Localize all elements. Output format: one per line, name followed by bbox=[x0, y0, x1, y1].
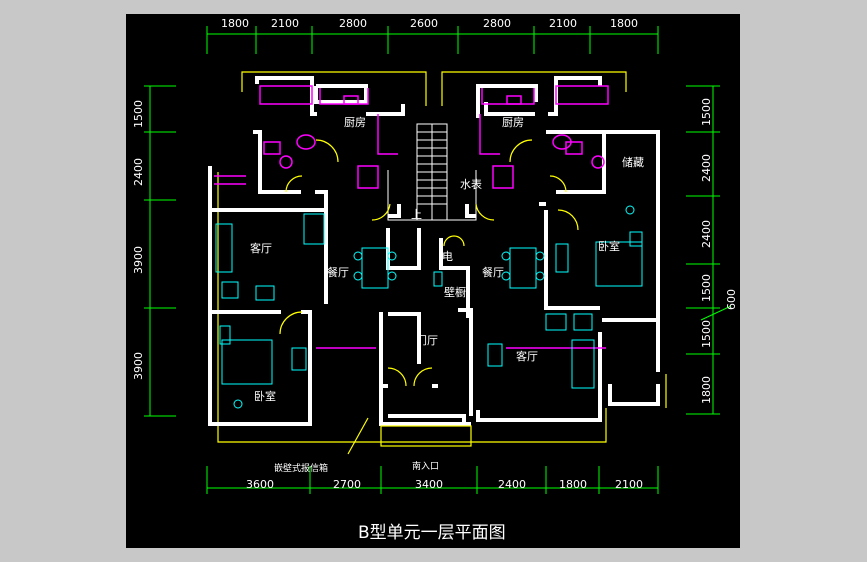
label-living-right: 客厅 bbox=[516, 349, 538, 363]
dim-left-3: 3900 bbox=[132, 246, 145, 274]
label-bedroom-right: 卧室 bbox=[598, 239, 620, 253]
furniture-left bbox=[215, 213, 397, 409]
label-dining-left: 餐厅 bbox=[327, 265, 349, 279]
note-mailbox: 嵌壁式报信箱 bbox=[274, 462, 328, 474]
label-wall-cabinet: 壁橱 bbox=[444, 285, 466, 299]
dim-bottom-4: 2400 bbox=[498, 478, 526, 491]
bathroom-fixtures bbox=[214, 134, 606, 349]
right-dimension-line bbox=[686, 85, 732, 415]
dim-top-1: 1800 bbox=[221, 17, 249, 30]
drawing-title: B型单元一层平面图 bbox=[358, 523, 506, 543]
dim-top-5: 2800 bbox=[483, 17, 511, 30]
dim-bottom-6: 2100 bbox=[615, 478, 643, 491]
balcony-outline bbox=[217, 71, 667, 443]
dim-bottom-5: 1800 bbox=[559, 478, 587, 491]
furniture-right bbox=[433, 205, 643, 389]
kitchen-counter-left bbox=[259, 85, 398, 189]
dim-top-4: 2600 bbox=[410, 17, 438, 30]
dim-bottom-1: 3600 bbox=[246, 478, 274, 491]
label-kitchen-left: 厨房 bbox=[344, 116, 366, 129]
dim-top-2: 2100 bbox=[271, 17, 299, 30]
label-kitchen-right: 厨房 bbox=[502, 116, 524, 129]
dim-right-5: 1500 bbox=[700, 320, 713, 348]
dim-top-6: 2100 bbox=[549, 17, 577, 30]
dim-right-extra: 600 bbox=[725, 289, 738, 310]
dim-right-3: 2400 bbox=[700, 220, 713, 248]
dim-right-4: 1500 bbox=[700, 274, 713, 302]
dim-left-2: 2400 bbox=[132, 158, 145, 186]
left-dimension-line bbox=[144, 85, 176, 417]
label-dining-right: 餐厅 bbox=[482, 265, 504, 279]
note-south-entrance: 南入口 bbox=[412, 460, 439, 472]
dim-right-2: 2400 bbox=[700, 154, 713, 182]
dim-top-7: 1800 bbox=[610, 17, 638, 30]
dim-top-3: 2800 bbox=[339, 17, 367, 30]
door-swings bbox=[279, 139, 579, 455]
label-storage: 储藏 bbox=[622, 155, 644, 169]
dim-bottom-3: 3400 bbox=[415, 478, 443, 491]
bottom-dimension-line bbox=[206, 466, 659, 494]
dim-right-1: 1500 bbox=[700, 98, 713, 126]
dim-left-4: 3900 bbox=[132, 352, 145, 380]
label-foyer: 门厅 bbox=[416, 333, 438, 347]
label-living-left: 客厅 bbox=[250, 241, 272, 255]
stair-walls bbox=[388, 204, 476, 318]
top-dimension-line bbox=[206, 26, 659, 54]
dim-left-1: 1500 bbox=[132, 100, 145, 128]
label-electric: 电 bbox=[442, 250, 453, 263]
label-bedroom-left: 卧室 bbox=[254, 389, 276, 403]
label-up-mark: 上 bbox=[411, 208, 422, 221]
kitchen-counter-right bbox=[479, 85, 609, 189]
drawing-frame: 1800 2100 2800 2600 2800 2100 1800 3600 … bbox=[126, 14, 740, 548]
stair-and-corridor bbox=[387, 123, 477, 221]
label-water-meter: 水表 bbox=[460, 177, 482, 191]
dim-bottom-2: 2700 bbox=[333, 478, 361, 491]
floor-plan: 1800 2100 2800 2600 2800 2100 1800 3600 … bbox=[132, 17, 738, 543]
exterior-walls bbox=[208, 76, 660, 426]
dim-right-6: 1800 bbox=[700, 376, 713, 404]
